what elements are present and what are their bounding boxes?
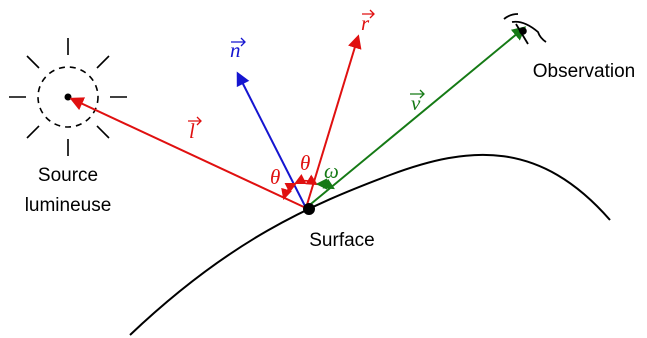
label-vector-l: l xyxy=(188,116,202,143)
svg-text:r: r xyxy=(361,11,370,35)
vector-l-arrow xyxy=(69,97,307,209)
surface-point xyxy=(303,203,315,215)
label-omega: ω xyxy=(324,159,339,183)
angle-arc-theta-left xyxy=(281,182,298,201)
sun-icon xyxy=(9,38,127,156)
angle-arc-theta-right xyxy=(293,173,318,186)
label-source-line1: Source xyxy=(38,165,98,186)
label-theta-right: θ xyxy=(300,151,310,175)
label-surface: Surface xyxy=(309,230,374,251)
eye-icon xyxy=(503,13,547,45)
label-source-line2: lumineuse xyxy=(25,195,112,216)
vector-v-arrow xyxy=(305,26,527,209)
label-vector-n: n xyxy=(230,37,246,62)
svg-text:l: l xyxy=(189,119,195,143)
label-vector-v: v xyxy=(410,89,425,115)
label-vector-r: r xyxy=(361,9,375,35)
angle-arc-omega xyxy=(315,178,335,190)
svg-text:n: n xyxy=(230,38,241,62)
surface-curve xyxy=(129,153,611,336)
label-observation: Observation xyxy=(533,61,635,82)
svg-text:v: v xyxy=(411,91,421,115)
label-theta-left: θ xyxy=(270,165,280,189)
